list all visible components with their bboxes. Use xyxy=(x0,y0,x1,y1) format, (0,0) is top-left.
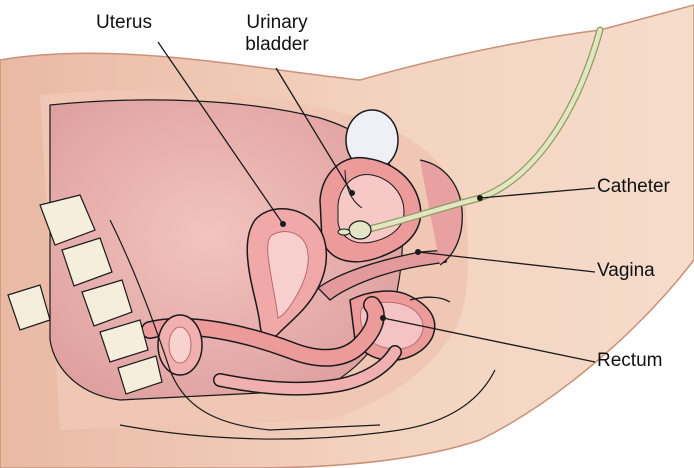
label-urinary-bladder-line2: bladder xyxy=(222,34,332,56)
dot-rectum xyxy=(380,315,386,321)
catheter-balloon xyxy=(349,221,371,239)
dot-vagina xyxy=(415,249,421,255)
label-rectum: Rectum xyxy=(597,350,662,372)
dot-catheter xyxy=(477,195,483,201)
label-urinary-bladder: Urinary bladder xyxy=(222,12,332,56)
label-catheter: Catheter xyxy=(597,176,670,198)
catheter-tip xyxy=(338,229,350,235)
label-uterus: Uterus xyxy=(96,12,152,34)
intestine-loop-inner xyxy=(169,327,191,363)
label-vagina: Vagina xyxy=(597,260,655,282)
label-urinary-bladder-line1: Urinary xyxy=(222,12,332,34)
dot-bladder xyxy=(349,190,355,196)
dot-uterus xyxy=(280,221,286,227)
